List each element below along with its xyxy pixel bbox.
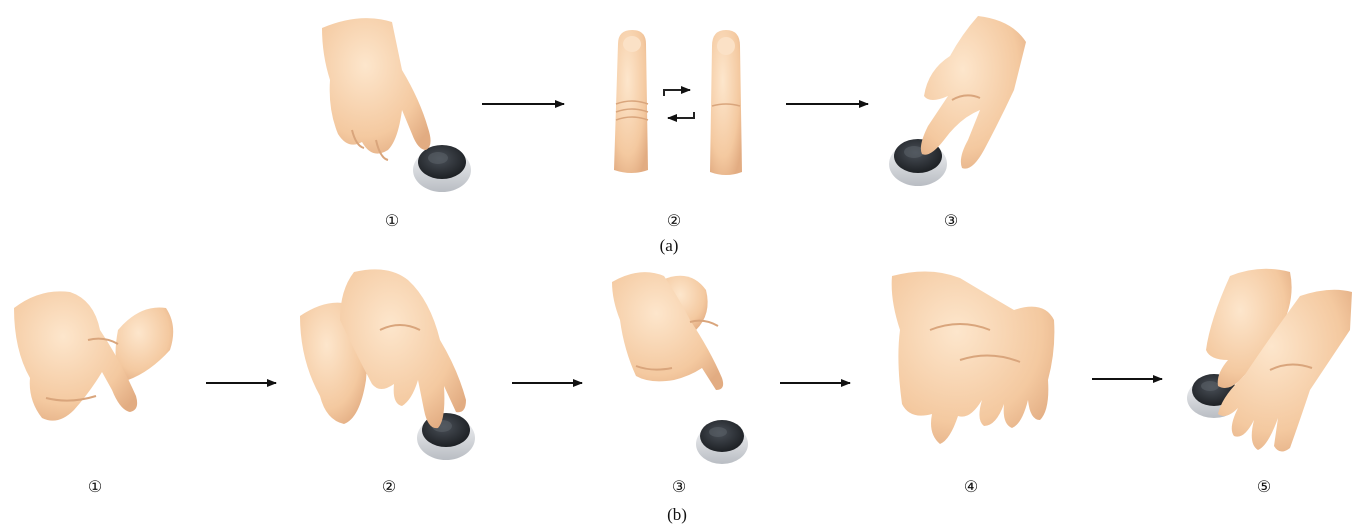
hand-icon — [14, 291, 173, 420]
step-label-a1: ① — [385, 211, 399, 231]
illustration-b2-second-hand-pressing — [300, 269, 475, 460]
hand-icon — [322, 18, 431, 160]
step-label-b3: ③ — [672, 477, 686, 497]
illustration-b3-hands-separated — [612, 272, 748, 464]
button-icon — [696, 420, 748, 464]
button-icon — [413, 145, 471, 192]
hand-icon — [612, 272, 723, 390]
finger-icon-left — [614, 30, 648, 173]
illustration-a2-finger-swap — [614, 30, 742, 175]
swap-arrows-icon — [664, 90, 694, 118]
step-label-a3: ③ — [944, 211, 958, 231]
finger-icon-right — [710, 30, 742, 175]
hand-icon — [300, 269, 466, 428]
button-icon — [417, 413, 475, 460]
step-label-a2: ② — [667, 211, 681, 231]
hand-icon — [892, 271, 1055, 444]
illustration-b4-hands-crossed — [892, 271, 1055, 444]
illustration-b1-hands-clasped — [14, 291, 173, 420]
hand-icon — [921, 16, 1026, 169]
caption-b: (b) — [667, 505, 687, 525]
step-label-b4: ④ — [964, 477, 978, 497]
illustration-a3-other-finger-pressing — [889, 16, 1026, 186]
step-label-b1: ① — [88, 477, 102, 497]
caption-a: (a) — [660, 236, 679, 256]
step-label-b2: ② — [382, 477, 396, 497]
illustration-a1-hand-pressing-button — [322, 18, 471, 192]
step-label-b5: ⑤ — [1257, 477, 1271, 497]
hand-icon — [1206, 269, 1352, 452]
illustration-b5-other-hand-pressing — [1187, 269, 1352, 452]
